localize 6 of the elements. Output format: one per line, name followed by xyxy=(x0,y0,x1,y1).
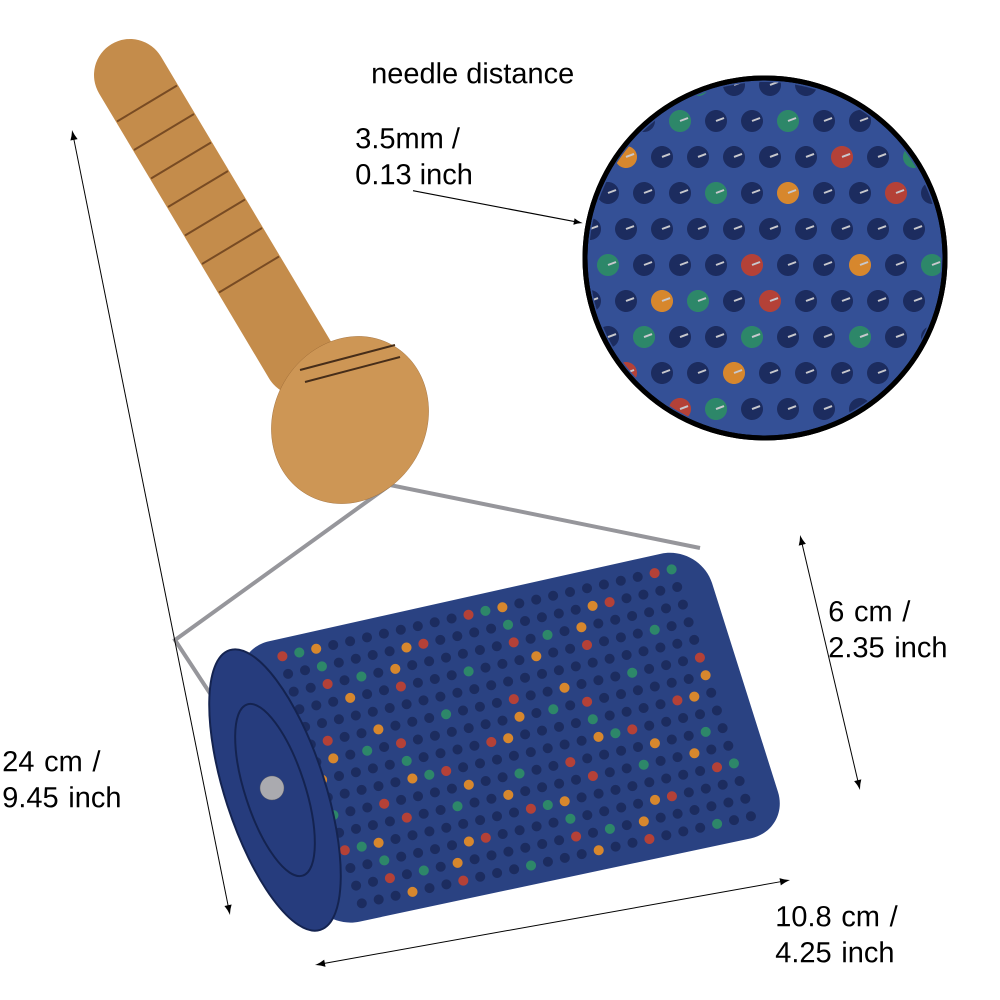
annotation-text: needle distance 3.5mm / 0.13 inch xyxy=(356,62,573,184)
leader-arrow xyxy=(412,190,581,224)
dimension-label: 6 cm / 2.35 inch xyxy=(830,600,946,658)
inset-photo xyxy=(582,76,948,440)
dimension-label: 24 cm / 9.45 inch xyxy=(4,750,120,808)
dimension-label: 10.8 cm / 4.25 inch xyxy=(776,905,898,962)
